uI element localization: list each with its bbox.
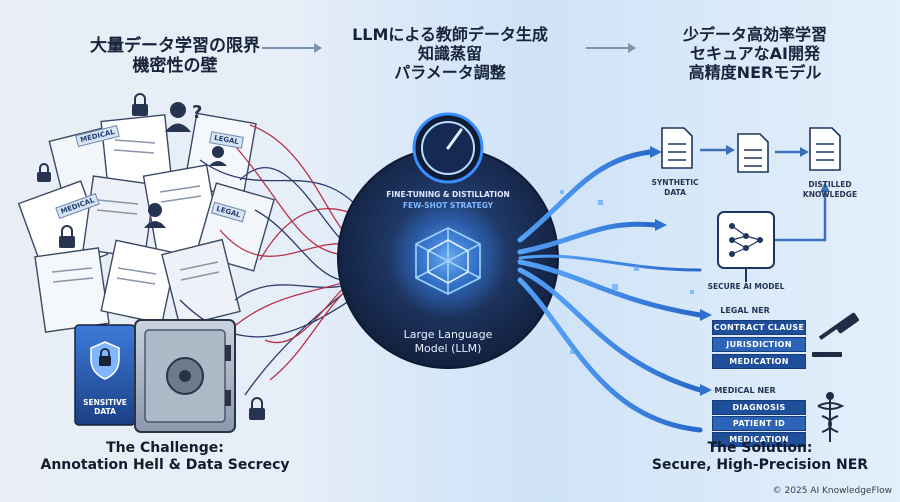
gavel-icon: [812, 312, 859, 357]
llm-sphere: [337, 112, 559, 369]
header-center-line-3: パラメータ調整: [394, 62, 506, 82]
distilled-label-line-2: KNOWLEDGE: [802, 189, 858, 199]
header-right-line-2: セキュアなAI開発: [689, 43, 821, 63]
challenge-caption: The Challenge: Annotation Hell & Data Se…: [40, 440, 290, 474]
solution-caption-line-2: Secure, High-Precision NER: [651, 456, 869, 473]
solution-caption: The Solution: Secure, High-Precision NER: [640, 440, 880, 474]
medical-ner-tag-1: DIAGNOSIS: [712, 400, 806, 415]
distilled-label-line-1: DISTILLED: [808, 180, 852, 189]
header-left: 大量データ学習の限界 機密性の壁: [70, 36, 280, 76]
vault-label: SENSITIVE DATA: [77, 398, 133, 416]
synthetic-data-label: SYNTHETIC DATA: [640, 178, 710, 198]
medical-ner-tag-3: MEDICATION: [712, 432, 806, 447]
llm-caption: Large Language Model (LLM): [378, 328, 518, 356]
header-arrow-1: [262, 43, 322, 53]
header-center: LLMによる教師データ生成 知識蒸留 パラメータ調整: [330, 25, 570, 83]
medical-ner-title: MEDICAL NER: [714, 386, 776, 395]
header-right: 少データ高効率学習 セキュアなAI開発 高精度NERモデル: [630, 25, 880, 83]
header-right-line-3: 高精度NERモデル: [688, 62, 822, 82]
header-left-line-2: 機密性の壁: [132, 56, 218, 77]
synthetic-label-line-2: DATA: [664, 187, 686, 197]
sensitive-data-vault: [74, 319, 236, 433]
solution-caption-line-1: The Solution:: [707, 440, 813, 456]
header-left-line-1: 大量データ学習の限界: [90, 36, 260, 56]
llm-caption-line-2: Model (LLM): [414, 341, 482, 355]
dial-caption-line-2: FEW-SHOT STRATEGY: [402, 200, 494, 210]
medical-ner-tag-2: PATIENT ID: [712, 416, 806, 431]
header-right-line-1: 少データ高効率学習: [682, 25, 827, 44]
synthetic-documents: [661, 127, 841, 282]
synthetic-label-line-1: SYNTHETIC: [651, 178, 699, 187]
distilled-knowledge-label: DISTILLED KNOWLEDGE: [790, 180, 870, 200]
data-streams: [517, 149, 703, 433]
header-center-line-1: LLMによる教師データ生成: [352, 25, 548, 44]
header-center-line-2: 知識蒸留: [417, 43, 482, 63]
caduceus-icon: [817, 392, 845, 442]
svg-text:?: ?: [192, 102, 202, 123]
challenge-caption-line-1: The Challenge:: [106, 440, 224, 456]
header-arrow-2: [586, 43, 636, 53]
dial-caption-line-1: FINE-TUNING & DISTILLATION: [386, 190, 510, 199]
challenge-caption-line-2: Annotation Hell & Data Secrecy: [40, 456, 290, 473]
legal-ner-tag-1: CONTRACT CLAUSE: [712, 320, 806, 335]
copyright-text: © 2025 AI KnowledgeFlow: [772, 486, 892, 496]
scattered-documents: ?: [17, 93, 275, 420]
legal-ner-tag-3: MEDICATION: [712, 354, 806, 369]
legal-ner-title: LEGAL NER: [720, 306, 770, 315]
secure-ai-model-label: SECURE AI MODEL: [707, 282, 785, 291]
vault-label-line-2: DATA: [94, 407, 116, 416]
legal-ner-tag-2: JURISDICTION: [712, 337, 806, 352]
llm-caption-line-1: Large Language: [403, 328, 493, 341]
dial-caption: FINE-TUNING & DISTILLATION FEW-SHOT STRA…: [368, 190, 528, 212]
vault-label-line-1: SENSITIVE: [83, 398, 127, 407]
